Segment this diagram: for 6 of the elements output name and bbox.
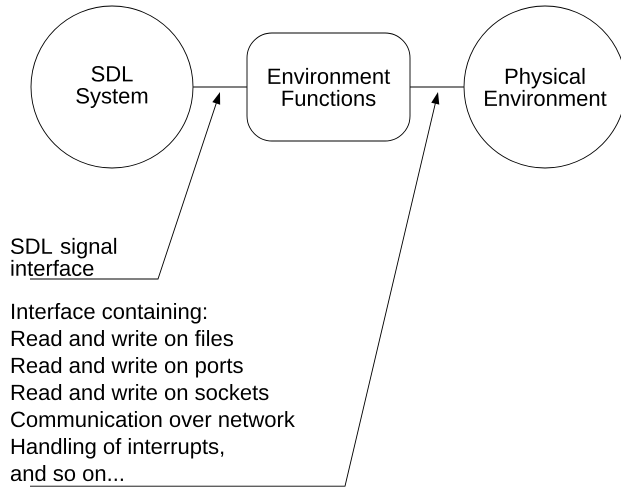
connector-line (193, 86, 247, 88)
circle-node: SDL System (30, 6, 194, 168)
annotation-text: SDL signal interface (11, 238, 116, 276)
annotation-text: Interface containing: Read and write on files Read and write on ports Read and write on sockets Communication over network Handling of interrupts, and so on... (10, 303, 295, 482)
connector-line (410, 86, 464, 88)
rounded-box: Environment Functions (246, 32, 410, 142)
